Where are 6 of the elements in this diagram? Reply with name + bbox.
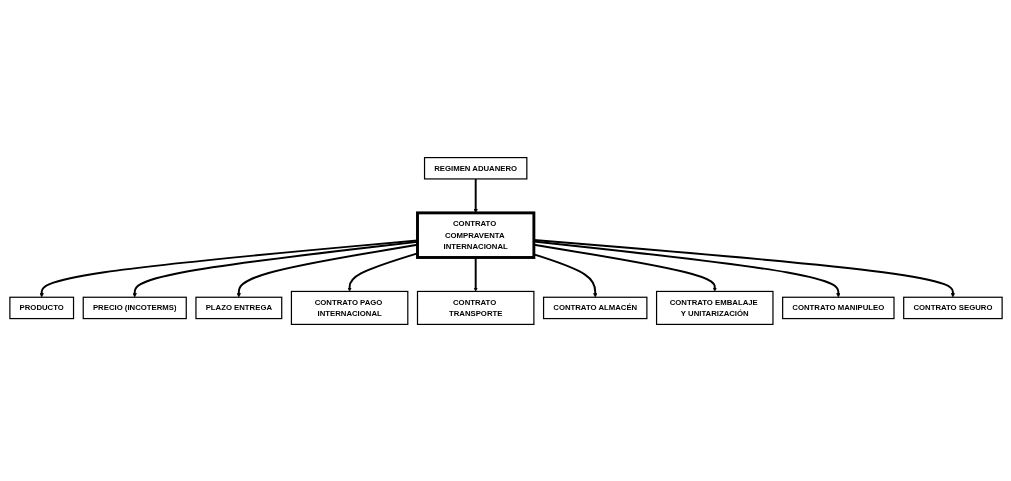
arrow [132, 240, 418, 297]
arrow [347, 251, 418, 292]
arrow [473, 177, 478, 213]
arrow [39, 239, 418, 297]
arrow [236, 243, 418, 297]
arrow [473, 256, 478, 292]
